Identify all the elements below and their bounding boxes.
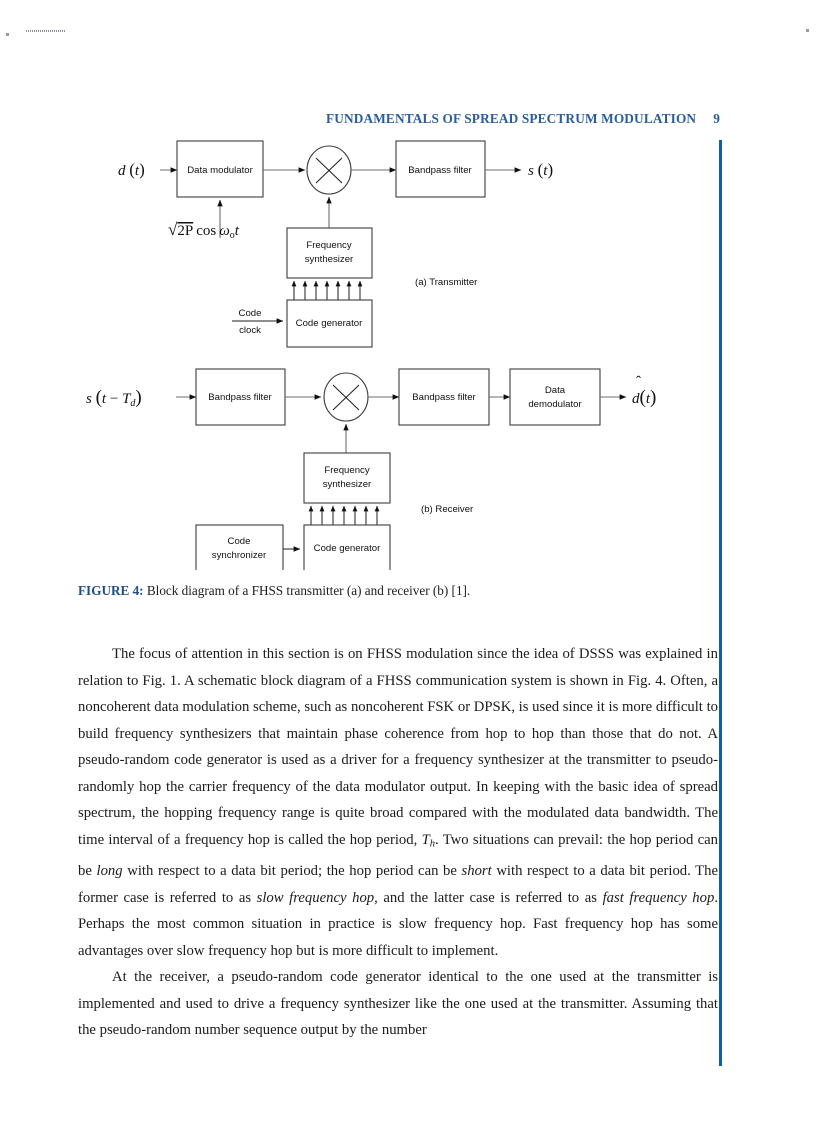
block-code-synchronizer-label-2: synchronizer: [212, 550, 267, 561]
receiver-output-hat: ˆ: [636, 374, 641, 390]
block-frequency-synthesizer-transmitter: [286, 227, 373, 279]
p1-em-long: long: [96, 863, 123, 880]
block-code-synchronizer: [195, 524, 284, 570]
running-head: FUNDAMENTALS OF SPREAD SPECTRUM MODULATI…: [0, 111, 816, 127]
block-bandpass-filter-receiver-2: [398, 368, 490, 426]
p1-symbol-T-sub: h: [429, 838, 436, 850]
p1-part-f: . Perhaps the most common situation in p…: [78, 889, 719, 959]
block-frequency-synthesizer-receiver-label-2: synthesizer: [323, 479, 372, 490]
block-code-synchronizer-label-1: Code: [228, 536, 251, 547]
code-clock-label-1: Code: [239, 308, 262, 319]
block-frequency-synthesizer-receiver: [303, 452, 391, 504]
receiver-input-label: s (t − Td): [86, 387, 142, 409]
block-bandpass-filter-receiver-2-label: Bandpass filter: [412, 392, 476, 403]
block-bandpass-filter-receiver-1-label: Bandpass filter: [208, 392, 272, 403]
p1-symbol-T: T: [421, 831, 430, 848]
receiver-sublabel: (b) Receiver: [421, 504, 474, 515]
block-data-modulator-label: Data modulator: [187, 165, 253, 176]
p1-em-slow-frequency-hop: slow frequency hop: [256, 889, 375, 906]
figure-caption-number: FIGURE 4:: [78, 583, 144, 598]
transmitter-output-label: s (t): [528, 160, 553, 179]
code-clock-label-2: clock: [239, 325, 261, 336]
block-bandpass-filter-receiver-1: [195, 368, 286, 426]
scan-artifact-dot-top-right: [806, 29, 809, 32]
p1-part-d: with respect to a data bit period. The f…: [78, 863, 718, 906]
mixer-receiver-cross-2: [332, 384, 360, 411]
block-code-generator-transmitter: [286, 299, 373, 348]
block-data-demodulator-label-2: demodulator: [528, 399, 582, 410]
mixer-cross-2: [315, 157, 343, 184]
block-frequency-synthesizer-transmitter-label-2: synthesizer: [305, 254, 354, 265]
figure-caption-text: Block diagram of a FHSS transmitter (a) …: [146, 583, 471, 598]
block-bandpass-filter-transmitter-label: Bandpass filter: [408, 165, 472, 176]
block-frequency-synthesizer-transmitter-label-1: Frequency: [306, 240, 352, 251]
block-data-demodulator-label-1: Data: [545, 385, 566, 396]
p1-part-e: , and the latter case is referred to as: [374, 889, 603, 906]
block-code-generator-receiver-label: Code generator: [314, 543, 381, 554]
block-frequency-synthesizer-receiver-label-1: Frequency: [324, 465, 370, 476]
p1-part-c: with respect to a data bit period; the h…: [122, 863, 462, 880]
scan-artifact-dash-top-left: [26, 30, 66, 32]
bus-code-generator-to-synthesizer-transmitter: [291, 280, 363, 300]
block-code-generator-transmitter-label: Code generator: [296, 318, 363, 329]
paragraph-2: At the receiver, a pseudo-random code ge…: [78, 969, 718, 1039]
block-code-generator-receiver: [303, 524, 391, 570]
receiver-output-label: d(t): [632, 387, 656, 408]
block-data-modulator: [176, 140, 264, 198]
paragraph-1: The focus of attention in this section i…: [78, 641, 718, 964]
page-number: 9: [713, 111, 720, 126]
running-head-title: FUNDAMENTALS OF SPREAD SPECTRUM MODULATI…: [325, 111, 697, 126]
bus-code-generator-to-synthesizer-receiver: [308, 505, 380, 525]
block-data-demodulator: [509, 368, 601, 426]
transmitter-input-label: d (t): [118, 160, 145, 179]
p1-em-fast-frequency-hop: fast frequency hop: [602, 889, 715, 906]
p1-part-b: . Two situations can prevail: the hop pe…: [78, 831, 718, 880]
transmitter-sublabel: (a) Transmitter: [415, 277, 478, 288]
body-text: The focus of attention in this section i…: [78, 641, 718, 1044]
figure-block-diagram: .bx { fill:#ffffff; stroke:#3d3d3d; stro…: [0, 130, 816, 570]
p1-em-short: short: [461, 863, 492, 880]
transmitter-diagram: d (t) Data modulator Bandpass filter s (…: [118, 140, 553, 348]
side-rule: [719, 140, 722, 1066]
scan-artifact-dot-top-left: [6, 33, 9, 36]
p1-part-a: The focus of attention in this section i…: [78, 646, 718, 848]
figure-caption: FIGURE 4: Block diagram of a FHSS transm…: [78, 583, 718, 600]
receiver-diagram: s (t − Td) Bandpass filter Bandpass filt…: [86, 368, 656, 570]
block-bandpass-filter-transmitter: [395, 140, 486, 198]
